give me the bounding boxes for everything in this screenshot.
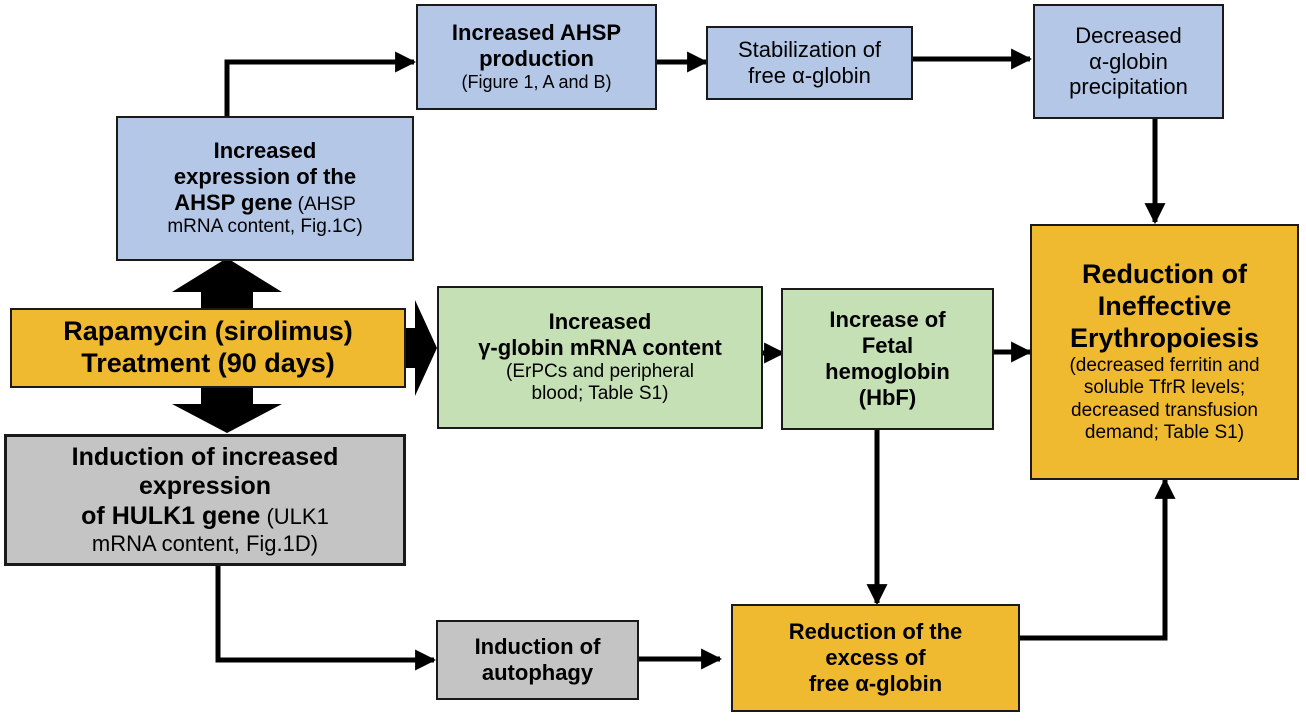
node-autophagy: Induction of autophagy <box>436 620 639 700</box>
node-ahsp-production: Increased AHSP production (Figure 1, A a… <box>416 4 657 110</box>
precipitation-line-1: Decreased <box>1075 22 1182 48</box>
erythropoiesis-title-1: Reduction of <box>1082 259 1247 290</box>
node-stabilization: Stabilization of free α-globin <box>706 26 913 100</box>
node-hulk1-induction: Induction of increased expression of HUL… <box>4 434 406 566</box>
hulk1-title-2: expression <box>138 472 271 501</box>
hbf-title-1: Increase of <box>829 307 946 333</box>
ahsp-production-title-1: Increased AHSP <box>451 20 622 46</box>
node-fetal-hemoglobin: Increase of Fetal hemoglobin (HbF) <box>781 288 994 430</box>
hulk1-detail-1: mRNA content, Fig.1D) <box>91 531 319 557</box>
node-ahsp-gene-expression: Increased expression of the AHSP gene (A… <box>116 116 414 261</box>
ahsp-gene-line-3: AHSP gene (AHSP <box>174 190 356 216</box>
stabilization-line-2: free α-globin <box>748 63 871 88</box>
ahsp-gene-detail-1: mRNA content, Fig.1C) <box>167 216 363 238</box>
ahsp-gene-title-inline: AHSP gene <box>174 190 293 216</box>
hbf-title-2: Fetal <box>861 333 914 359</box>
gamma-globin-detail-1: (ErPCs and peripheral <box>506 361 694 383</box>
rapamycin-title-1: Rapamycin (sirolimus) <box>63 316 353 347</box>
thick-arrow-right <box>405 300 437 396</box>
arrow-ahsp-gene-to-production <box>224 51 417 117</box>
node-ineffective-erythropoiesis: Reduction of Ineffective Erythropoiesis … <box>1030 224 1299 480</box>
erythropoiesis-title-2: Ineffective <box>1097 291 1232 322</box>
rapamycin-title-2: Treatment (90 days) <box>81 348 335 378</box>
gamma-globin-title-1: Increased <box>548 309 652 335</box>
hbf-title-3: hemoglobin <box>825 359 950 384</box>
node-excess-alpha-globin: Reduction of the excess of free α-globin <box>731 604 1020 712</box>
gamma-globin-detail-2: blood; Table S1) <box>531 383 669 405</box>
precipitation-line-3: precipitation <box>1069 74 1188 100</box>
ahsp-production-detail: (Figure 1, A and B) <box>461 72 612 93</box>
stabilization-line-1: Stabilization of <box>737 37 882 63</box>
hulk1-detail-inline: (ULK1 <box>260 503 329 529</box>
hulk1-title-1: Induction of increased <box>71 442 339 471</box>
excess-alpha-title-2: excess of <box>825 645 926 671</box>
node-rapamycin-treatment: Rapamycin (sirolimus) Treatment (90 days… <box>10 308 406 388</box>
erythropoiesis-detail-4: demand; Table S1) <box>1084 422 1245 444</box>
arrow-excess-alpha-to-erythropoiesis <box>1020 477 1176 641</box>
node-decreased-precipitation: Decreased α-globin precipitation <box>1033 4 1224 119</box>
autophagy-title-1: Induction of <box>474 634 601 660</box>
hulk1-line-3: of HULK1 gene (ULK1 <box>81 502 329 532</box>
ahsp-gene-title-1: Increased <box>213 138 317 164</box>
double-arrow-up <box>172 258 282 310</box>
precipitation-line-2: α-globin <box>1089 48 1168 74</box>
ahsp-gene-title-2: expression of the <box>173 164 357 190</box>
erythropoiesis-detail-1: (decreased ferritin and <box>1069 354 1260 376</box>
erythropoiesis-detail-2: soluble TfrR levels; <box>1083 377 1246 399</box>
erythropoiesis-detail-3: decreased transfusion <box>1071 399 1258 421</box>
gamma-globin-title-2: γ-globin mRNA content <box>478 335 722 361</box>
excess-alpha-title-1: Reduction of the <box>788 619 963 645</box>
ahsp-gene-detail-inline: (AHSP <box>292 194 356 216</box>
double-arrow-down <box>172 386 282 433</box>
node-gamma-globin: Increased γ-globin mRNA content (ErPCs a… <box>437 286 763 429</box>
ahsp-production-title-2: production <box>479 46 594 72</box>
excess-alpha-title-3: free α-globin <box>808 670 943 696</box>
hbf-title-4: (HbF) <box>858 384 917 410</box>
arrow-hulk1-to-autophagy <box>215 566 437 671</box>
hulk1-title-inline: of HULK1 gene <box>81 501 261 530</box>
autophagy-title-2: autophagy <box>481 660 594 685</box>
erythropoiesis-title-3: Erythropoiesis <box>1069 323 1260 354</box>
